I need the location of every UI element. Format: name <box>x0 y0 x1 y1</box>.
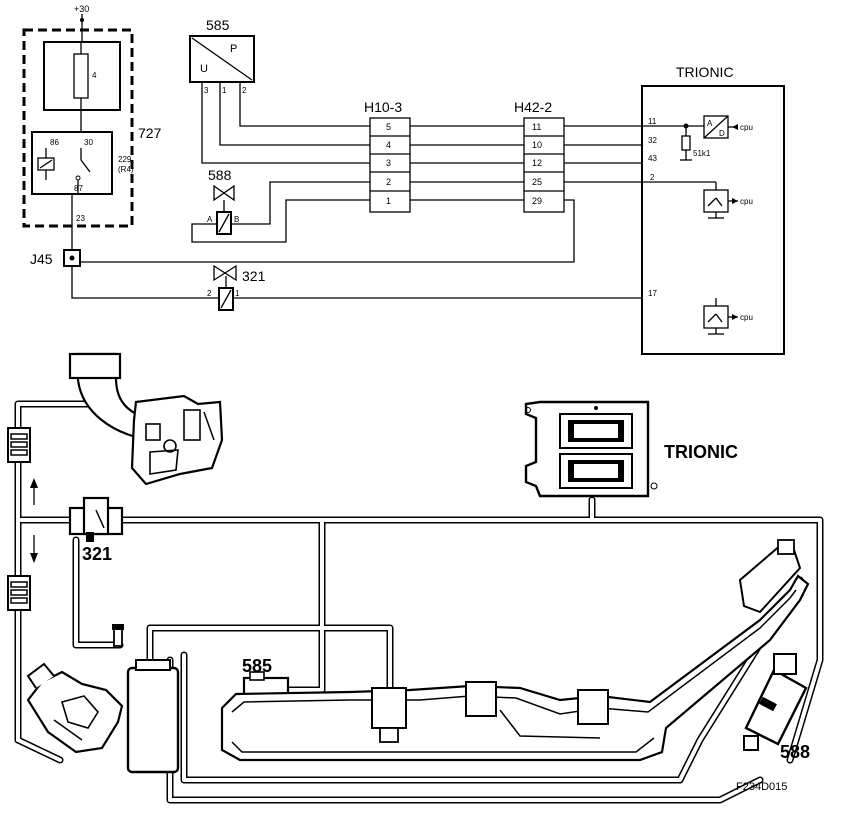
resistor-label: 51k1 <box>693 149 711 158</box>
svg-text:32: 32 <box>648 136 657 145</box>
cpu-1-label: cpu <box>740 123 753 132</box>
relay-pin-87: 87 <box>74 184 83 193</box>
relay-r4-label: (R4) <box>118 165 134 174</box>
j45-label: J45 <box>30 251 53 267</box>
trionic-ecu-label: TRIONIC <box>676 64 734 80</box>
valve-588-pin-b: B <box>234 215 239 224</box>
svg-text:11: 11 <box>532 122 541 132</box>
svg-text:29: 29 <box>532 196 542 206</box>
output-driver-1 <box>703 189 729 213</box>
relay-727-label: 727 <box>138 125 162 141</box>
throttle-body <box>26 662 124 754</box>
hose-t-piece <box>112 624 124 647</box>
valve-321-label: 321 <box>242 268 266 284</box>
svg-text:2: 2 <box>650 173 655 182</box>
svg-text:17: 17 <box>648 289 657 298</box>
relay-727-enclosure <box>22 28 134 228</box>
relay-switch <box>80 159 91 173</box>
svg-text:A: A <box>707 119 713 128</box>
svg-text:43: 43 <box>648 154 657 163</box>
svg-text:5: 5 <box>386 122 391 132</box>
svg-text:3: 3 <box>386 158 391 168</box>
relay-pin-30: 30 <box>84 138 93 147</box>
sensor-585-p: P <box>230 43 237 55</box>
connector-h42-2 <box>523 117 565 213</box>
sensor-pin-2: 2 <box>242 86 247 95</box>
sensor-585-callout: 585 <box>242 656 272 676</box>
connector-h10-label: H10-3 <box>364 99 402 115</box>
connector-h42-label: H42-2 <box>514 99 552 115</box>
cpu-2-label: cpu <box>740 197 753 206</box>
valve-588-callout: 588 <box>780 742 810 762</box>
hoses <box>14 400 824 804</box>
fuse-4-label: 4 <box>92 71 97 80</box>
sensor-pin-1: 1 <box>222 86 227 95</box>
svg-text:2: 2 <box>386 177 391 187</box>
trionic-ecu-box <box>641 85 785 355</box>
trionic-ecu-unit <box>524 400 658 498</box>
flow-arrows <box>30 478 38 563</box>
cpu-3-label: cpu <box>740 313 753 322</box>
solenoid-valve-321 <box>68 496 124 542</box>
resistor-51k1 <box>681 135 691 151</box>
valve-588-pin-a: A <box>207 215 213 224</box>
electrical-schematic: +30 727 4 86 30 87 229 (R4) 23 J45 <box>22 4 785 355</box>
plus30-label: +30 <box>74 4 89 14</box>
valve-321-pin-1: 1 <box>235 289 240 298</box>
turbocharger <box>68 352 224 486</box>
sensor-585-u: U <box>200 63 208 75</box>
hose-coupling-upper <box>7 427 31 463</box>
valve-321-symbol <box>213 264 237 282</box>
figure-id: F234D015 <box>736 781 787 793</box>
sensor-585-box <box>189 35 255 83</box>
relay-pin-86: 86 <box>50 138 59 147</box>
engine-hose-layout: 321 585 <box>7 352 824 804</box>
svg-text:10: 10 <box>532 140 542 150</box>
relay-box <box>31 131 113 195</box>
valve-321-callout: 321 <box>82 544 112 564</box>
relay-229-label: 229 <box>118 155 132 164</box>
valve-588-label: 588 <box>208 167 232 183</box>
h42-pins: 11 10 12 25 29 <box>524 122 564 206</box>
trionic-ecu-callout: TRIONIC <box>664 442 738 462</box>
valve-588-symbol <box>213 184 235 202</box>
solenoid-valve-588 <box>743 653 808 751</box>
hose-coupling-lower <box>7 575 31 611</box>
sensor-pin-3: 3 <box>204 86 209 95</box>
svg-text:D: D <box>719 129 725 138</box>
h10-pins: 5 4 3 2 1 <box>370 122 410 206</box>
sensor-585-label: 585 <box>206 17 230 33</box>
svg-text:4: 4 <box>386 140 391 150</box>
svg-text:25: 25 <box>532 177 542 187</box>
trionic-inputs: 11 32 43 2 17 <box>648 117 657 298</box>
fuse-box <box>43 41 121 111</box>
fuse-symbol <box>73 53 89 99</box>
svg-text:12: 12 <box>532 158 542 168</box>
valve-321-pin-2: 2 <box>207 289 212 298</box>
svg-text:11: 11 <box>648 117 657 126</box>
output-driver-2 <box>703 305 729 329</box>
svg-text:1: 1 <box>386 196 391 206</box>
connector-h10-3 <box>369 117 411 213</box>
wire-23-label: 23 <box>76 214 85 223</box>
valve-588-coil <box>216 211 232 235</box>
intake-manifold <box>220 539 810 762</box>
fuel-canister <box>126 659 180 774</box>
